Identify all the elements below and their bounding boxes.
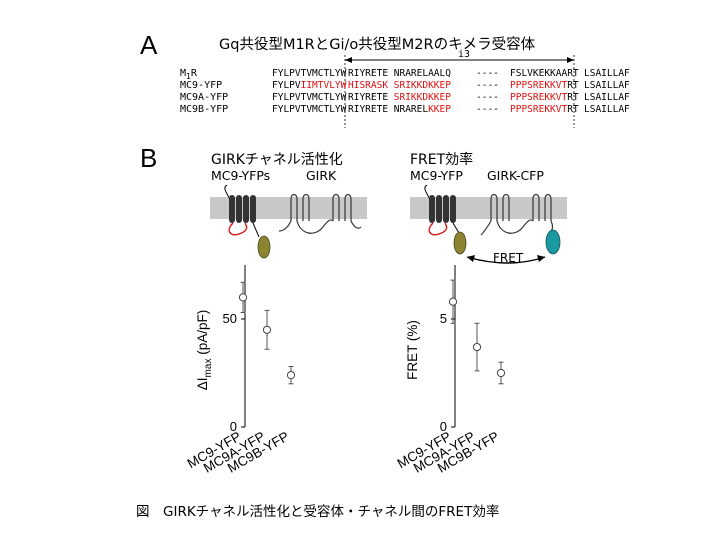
data-point bbox=[262, 325, 272, 334]
i3-c-segment: PPPSREKKVTRT bbox=[510, 80, 579, 92]
data-point bbox=[472, 342, 482, 352]
cfp-icon bbox=[545, 229, 561, 255]
left-label-receptor: MC9-YFPs bbox=[211, 168, 271, 183]
sequence-name: MC9-YFP bbox=[180, 80, 223, 91]
girk-channel-icon bbox=[278, 193, 362, 234]
tm-segment: FYLPVTVMCTLYW bbox=[272, 104, 346, 116]
tm-segment: FYLPVTVMCTLYW bbox=[272, 68, 346, 80]
seq-original: FYLPVTVMCTLYW bbox=[272, 68, 347, 79]
y-tick-label: 0 bbox=[230, 419, 237, 434]
y-axis-label: ΔImax (pA/pF) bbox=[195, 310, 214, 390]
membrane-band bbox=[410, 197, 567, 219]
i3-c-segment: PPPSREKKVTRT bbox=[510, 104, 579, 116]
seq-original: FYLPVTVMCTLYW bbox=[272, 92, 347, 103]
figure-caption: 図 GIRKチャネル活性化と受容体・チャネル間のFRET効率 bbox=[136, 504, 500, 520]
i3-n-segment: RIYRETE SRIKKDKKEP bbox=[348, 92, 451, 104]
sequence-gap: ---- bbox=[476, 104, 499, 115]
y-tick-label: 5 bbox=[440, 311, 447, 326]
right-label-channel: GIRK-CFP bbox=[487, 168, 544, 183]
data-point bbox=[286, 371, 296, 380]
i3-c-segment: FSLVKEKKAART bbox=[510, 68, 579, 80]
left-membrane-schematic bbox=[210, 185, 367, 259]
y-tick-label: 0 bbox=[440, 419, 447, 434]
receptor-icon bbox=[424, 185, 460, 236]
left-panel-title: GIRKチャネル活性化 bbox=[211, 152, 343, 168]
seq-original: RT bbox=[567, 92, 579, 103]
seq-substituted: IIMTVLYW bbox=[300, 80, 347, 91]
data-point bbox=[238, 293, 248, 302]
i3-n-segment: RIYRETE NRARELAALQ bbox=[348, 68, 451, 80]
y-tick-label: 50 bbox=[223, 311, 237, 326]
tm-segment: FYLPVTVMCTLYW bbox=[272, 92, 346, 104]
sequence-name: MC9B-YFP bbox=[180, 104, 229, 115]
girk-channel-icon bbox=[480, 193, 554, 236]
i3-n-segment: HISRASK SRIKKDKKEP bbox=[348, 80, 451, 92]
tm-segment: FYLPVIIMTVLYW bbox=[272, 80, 346, 92]
yfp-icon bbox=[453, 231, 467, 255]
seq-original: FYLPVTVMCTLYW bbox=[272, 104, 347, 115]
seq-original: FSLVKEKKAART bbox=[510, 68, 579, 79]
right-membrane-schematic bbox=[410, 185, 567, 264]
tm-segment-c: LSAILLAF bbox=[584, 68, 630, 79]
seq-original: RIYRETE NRAREL bbox=[348, 104, 429, 115]
tm-segment-c: LSAILLAF bbox=[584, 104, 630, 115]
i3-n-segment: RIYRETE NRARELKKEP bbox=[348, 104, 451, 116]
left-label-channel: GIRK bbox=[306, 168, 337, 183]
seq-original: FYLPV bbox=[272, 80, 301, 91]
i3-label: i3 bbox=[458, 49, 471, 60]
sequence-gap: ---- bbox=[476, 68, 499, 79]
panel-a-label: A bbox=[140, 30, 158, 60]
fret-arrow-label: FRET bbox=[493, 251, 524, 265]
seq-original: RIYRETE bbox=[348, 92, 394, 103]
membrane-band bbox=[210, 197, 367, 219]
seq-substituted: PPPSREKKVT bbox=[510, 92, 568, 103]
sequence-name-subscript: 1 bbox=[186, 72, 191, 81]
right-label-receptor: MC9-YFP bbox=[410, 168, 463, 183]
seq-substituted: PPPSREKKVT bbox=[510, 104, 568, 115]
seq-original: RIYRETE NRARELAALQ bbox=[348, 68, 451, 79]
seq-original: RT bbox=[567, 80, 579, 91]
data-point bbox=[448, 297, 458, 306]
tm-segment-c: LSAILLAF bbox=[584, 92, 630, 103]
sequence-gap: ---- bbox=[476, 80, 499, 91]
right-panel-title: FRET効率 bbox=[410, 152, 474, 168]
tm-segment-c: LSAILLAF bbox=[584, 80, 630, 91]
panel-b-label: B bbox=[140, 143, 158, 173]
panel-a-title: Gq共役型M1RとGi/o共役型M2Rのキメラ受容体 bbox=[219, 37, 536, 53]
sequence-name: MC9A-YFP bbox=[180, 92, 229, 103]
seq-original: RT bbox=[567, 104, 579, 115]
seq-substituted: SRIKKDKKEP bbox=[393, 92, 451, 103]
seq-substituted: HISRASK SRIKKDKKEP bbox=[348, 80, 451, 91]
seq-substituted: PPPSREKKVT bbox=[510, 80, 568, 91]
seq-substituted: KKEP bbox=[428, 104, 451, 115]
receptor-icon bbox=[224, 185, 260, 238]
data-point bbox=[496, 368, 506, 378]
i3-c-segment: PPPSREKKVTRT bbox=[510, 92, 579, 104]
i3-region-marker bbox=[344, 55, 575, 128]
sequence-name: M1R bbox=[180, 68, 197, 81]
y-axis-label: FRET (%) bbox=[405, 320, 420, 380]
sequence-gap: ---- bbox=[476, 92, 499, 103]
yfp-icon bbox=[257, 235, 271, 259]
